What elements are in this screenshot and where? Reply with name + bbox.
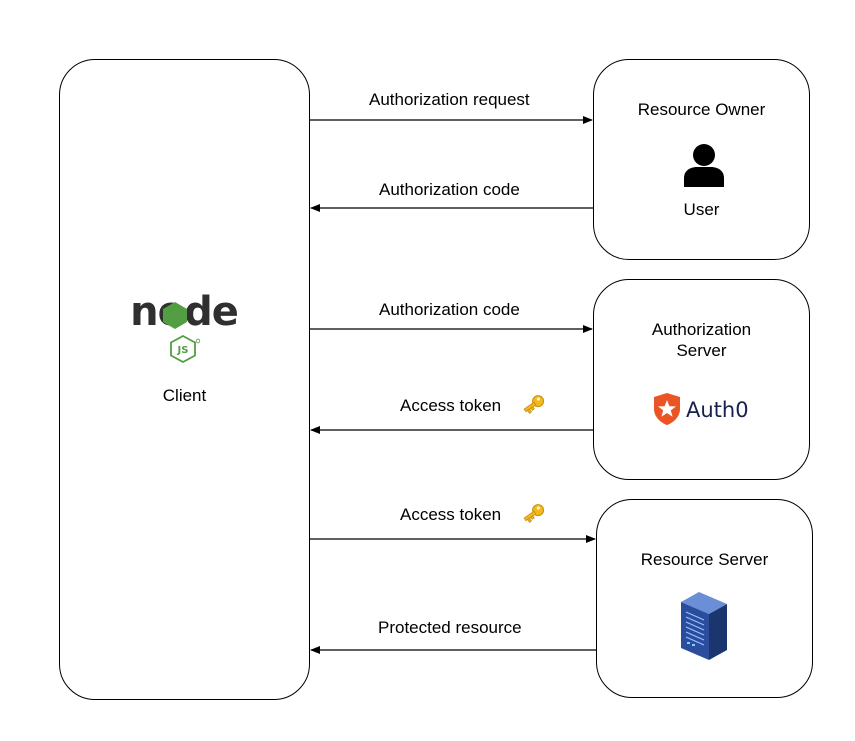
js-badge-text: JS xyxy=(177,345,189,356)
label-authorization-code-send: Authorization code xyxy=(379,300,520,319)
key-icon xyxy=(523,395,545,414)
resource-owner-user-label: User xyxy=(683,200,720,219)
authorization-server-title-line1: Authorization xyxy=(651,320,752,339)
resource-owner-title: Resource Owner xyxy=(637,100,766,119)
authorization-server-box xyxy=(593,279,810,480)
user-icon xyxy=(684,144,724,187)
auth0-logo: Auth0 xyxy=(652,392,762,428)
client-label: Client xyxy=(162,386,207,405)
server-icon xyxy=(681,592,727,660)
client-box xyxy=(59,59,310,700)
auth0-shield-icon xyxy=(654,393,680,425)
authorization-server-title-line2: Server xyxy=(676,341,727,360)
auth0-wordmark: Auth0 xyxy=(686,398,749,422)
node-hexagon-icon xyxy=(163,302,187,329)
resource-server-title: Resource Server xyxy=(640,550,769,569)
js-hexagon-icon: JS xyxy=(170,335,201,363)
key-icon xyxy=(523,504,545,523)
label-access-token-send: Access token xyxy=(400,505,502,524)
label-access-token-return: Access token xyxy=(400,396,502,415)
nodejs-logo: node JS xyxy=(121,289,247,363)
label-authorization-code-return: Authorization code xyxy=(379,180,520,199)
label-authorization-request: Authorization request xyxy=(369,90,530,109)
label-protected-resource: Protected resource xyxy=(378,618,522,637)
